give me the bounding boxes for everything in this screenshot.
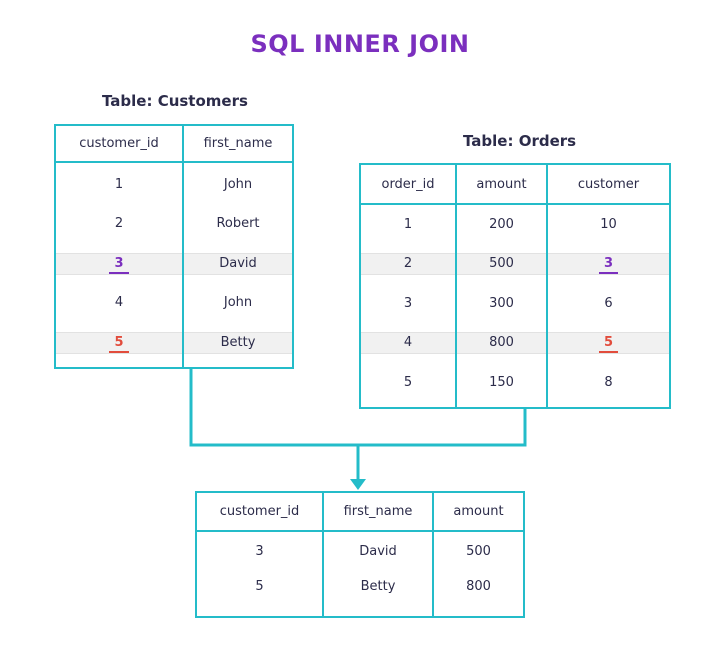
result-table: customer_id 3 5 first_name David Betty a…: [195, 491, 525, 618]
column-header: first_name: [324, 493, 432, 532]
orders-table: order_id 1 2 3 4 5 amount 200 500 300 80…: [359, 163, 671, 409]
highlight-row: [548, 332, 669, 354]
orders-col-customer: customer 10 3 6 5 8: [546, 165, 669, 407]
result-col-customer-id: customer_id 3 5: [197, 493, 322, 616]
highlight-row: [457, 253, 546, 275]
page-title: SQL INNER JOIN: [250, 30, 470, 58]
table-cell: John: [223, 176, 253, 192]
table-cell: David: [359, 543, 397, 559]
result-col-amount: amount 500 800: [432, 493, 523, 616]
table-cell: David: [219, 255, 257, 271]
table-cell: 10: [600, 216, 617, 232]
table-cell: 200: [489, 216, 514, 232]
table-cell: 800: [489, 334, 514, 350]
table-cell: 3: [403, 295, 413, 311]
column-header: amount: [434, 493, 523, 532]
arrow-down-icon: [350, 479, 366, 490]
orders-table-caption: Table: Orders: [463, 132, 577, 150]
matched-key-5: 5: [598, 334, 619, 353]
customers-col-customer-id: customer_id 1 2 3 4 5: [56, 126, 182, 367]
table-cell: 3: [255, 543, 264, 559]
customers-table-caption: Table: Customers: [102, 92, 248, 110]
table-cell: John: [223, 294, 253, 310]
highlight-row: [361, 332, 455, 354]
result-col-first-name: first_name David Betty: [322, 493, 432, 616]
highlight-row: [56, 332, 182, 354]
highlight-row: [184, 332, 292, 354]
column-header: customer: [548, 165, 669, 205]
highlight-row: [184, 253, 292, 275]
table-cell: 1: [403, 216, 413, 232]
table-cell: 4: [403, 334, 413, 350]
column-header: customer_id: [197, 493, 322, 532]
column-header: order_id: [361, 165, 455, 205]
customers-table: customer_id 1 2 3 4 5 first_name John Ro…: [54, 124, 294, 369]
table-cell: Betty: [360, 578, 396, 594]
table-cell: 2: [403, 255, 413, 271]
table-cell: 500: [489, 255, 514, 271]
column-header: customer_id: [56, 126, 182, 163]
table-cell: 5: [403, 374, 413, 390]
highlight-row: [548, 253, 669, 275]
table-cell: 500: [466, 543, 491, 559]
table-cell: 800: [466, 578, 491, 594]
column-header: amount: [457, 165, 546, 205]
table-cell: Betty: [220, 334, 256, 350]
table-cell: Robert: [216, 215, 260, 231]
highlight-row: [56, 253, 182, 275]
matched-key-3: 3: [109, 255, 129, 274]
table-cell: 4: [114, 294, 124, 310]
matched-key-5: 5: [109, 334, 129, 353]
column-header: first_name: [184, 126, 292, 163]
table-cell: 1: [114, 176, 124, 192]
table-cell: 150: [489, 374, 514, 390]
table-cell: 6: [604, 295, 613, 311]
orders-col-amount: amount 200 500 300 800 150: [455, 165, 546, 407]
table-cell: 5: [255, 578, 264, 594]
matched-key-3: 3: [598, 255, 619, 274]
table-cell: 8: [604, 374, 613, 390]
connector-line: [189, 369, 527, 447]
customers-col-first-name: first_name John Robert David John Betty: [182, 126, 292, 367]
table-cell: 2: [114, 215, 124, 231]
highlight-row: [361, 253, 455, 275]
highlight-row: [457, 332, 546, 354]
table-cell: 300: [489, 295, 514, 311]
orders-col-order-id: order_id 1 2 3 4 5: [361, 165, 455, 407]
